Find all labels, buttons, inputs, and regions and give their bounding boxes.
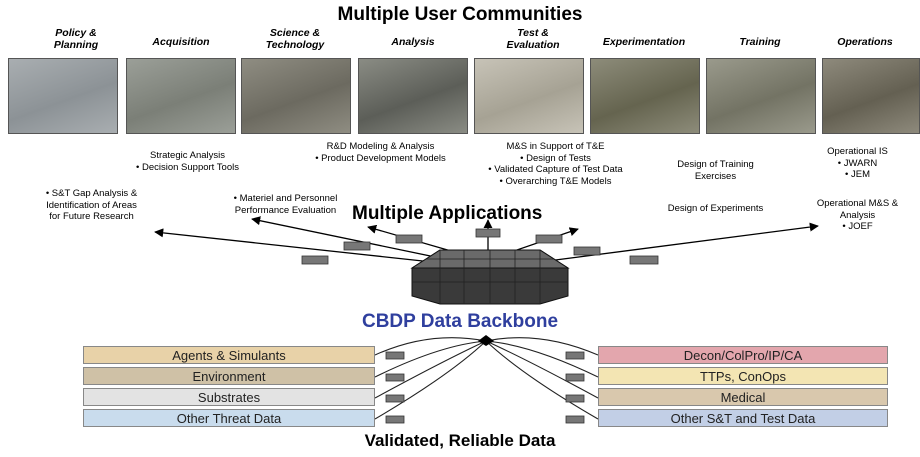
community-label-operations: Operations bbox=[815, 36, 915, 48]
arrow-operational bbox=[539, 222, 819, 263]
community-label-training: Training bbox=[710, 36, 810, 48]
community-label-science: Science & Technology bbox=[245, 27, 345, 51]
community-label-line: Test & bbox=[517, 27, 549, 39]
packet bbox=[535, 234, 563, 244]
app-line: • Validated Capture of Test Data bbox=[488, 164, 623, 175]
photo-analysis bbox=[358, 58, 468, 134]
app-line: • Product Development Models bbox=[315, 152, 446, 164]
fan-hub bbox=[478, 335, 494, 346]
community-label-line: Experimentation bbox=[602, 36, 686, 48]
app-line: • Design of Tests bbox=[520, 152, 591, 164]
app-line: Identification of Areas bbox=[46, 199, 137, 211]
app-line: Analysis bbox=[839, 209, 876, 221]
packet bbox=[301, 255, 329, 265]
community-label-analysis: Analysis bbox=[363, 36, 463, 48]
community-label-line: Planning bbox=[53, 39, 99, 51]
community-label-line: Science & bbox=[269, 27, 321, 39]
app-line: Exercises bbox=[694, 170, 737, 182]
app-line: • Decision Support Tools bbox=[136, 161, 239, 173]
app-training-design: Design of Training Exercises bbox=[658, 159, 773, 182]
community-label-acquisition: Acquisition bbox=[131, 36, 231, 48]
arrow-gap bbox=[154, 228, 433, 263]
app-line: Operational IS bbox=[827, 146, 888, 157]
community-label-test: Test & Evaluation bbox=[483, 27, 583, 51]
data-fan-lines bbox=[374, 337, 599, 420]
app-gap-analysis: • S&T Gap Analysis & Identification of A… bbox=[14, 188, 169, 223]
app-line: R&D Modeling & Analysis bbox=[326, 141, 435, 152]
community-label-line: Policy & bbox=[55, 27, 97, 39]
bar-other-st-test-data: Other S&T and Test Data bbox=[598, 409, 888, 427]
app-operational-ms: Operational M&S & Analysis • JOEF bbox=[800, 198, 915, 233]
app-line: Strategic Analysis bbox=[150, 150, 225, 161]
app-strategic: Strategic Analysis • Decision Support To… bbox=[120, 150, 255, 173]
backbone-cube bbox=[410, 249, 570, 305]
applications-title: Multiple Applications bbox=[352, 203, 543, 224]
photo-experimentation bbox=[590, 58, 700, 134]
photo-science bbox=[241, 58, 351, 134]
photo-operations bbox=[822, 58, 920, 134]
bar-connectors bbox=[385, 351, 585, 424]
app-line: • JEM bbox=[845, 169, 870, 180]
community-label-line: Operations bbox=[837, 36, 893, 48]
app-operational-is: Operational IS • JWARN • JEM bbox=[800, 146, 915, 181]
app-line: • Materiel and Personnel bbox=[233, 193, 338, 204]
bar-medical: Medical bbox=[598, 388, 888, 406]
app-line: for Future Research bbox=[49, 211, 134, 222]
packet bbox=[475, 228, 501, 238]
app-rd-modeling: R&D Modeling & Analysis • Product Develo… bbox=[298, 141, 463, 164]
packet bbox=[395, 234, 423, 244]
bar-ttps-conops: TTPs, ConOps bbox=[598, 367, 888, 385]
bar-agents-simulants: Agents & Simulants bbox=[83, 346, 375, 364]
packet bbox=[343, 241, 371, 251]
app-line: • S&T Gap Analysis & bbox=[45, 188, 138, 199]
app-materiel: • Materiel and Personnel Performance Eva… bbox=[218, 193, 353, 216]
arrow-materiel bbox=[251, 216, 441, 259]
app-line: Operational M&S & bbox=[816, 198, 899, 209]
community-label-line: Technology bbox=[265, 39, 325, 51]
bar-environment: Environment bbox=[83, 367, 375, 385]
community-label-line: Evaluation bbox=[506, 39, 560, 51]
community-label-line: Analysis bbox=[391, 36, 435, 48]
app-line: M&S in Support of T&E bbox=[506, 141, 605, 152]
bar-decon-colpro: Decon/ColPro/IP/CA bbox=[598, 346, 888, 364]
photo-policy bbox=[8, 58, 118, 134]
bar-substrates: Substrates bbox=[83, 388, 375, 406]
backbone-title: CBDP Data Backbone bbox=[361, 311, 559, 332]
app-line: Design of Experiments bbox=[667, 203, 764, 214]
app-experiment-design: Design of Experiments bbox=[648, 203, 783, 215]
app-ms-te: M&S in Support of T&E • Design of Tests … bbox=[478, 141, 633, 187]
app-line: • JWARN bbox=[837, 157, 878, 169]
data-packets bbox=[301, 228, 659, 265]
community-label-experimentation: Experimentation bbox=[588, 36, 700, 48]
community-label-line: Acquisition bbox=[152, 36, 210, 48]
photo-training bbox=[706, 58, 816, 134]
packet bbox=[573, 246, 601, 256]
bottom-title: Validated, Reliable Data bbox=[364, 431, 556, 450]
photo-acquisition bbox=[126, 58, 236, 134]
community-label-policy: Policy & Planning bbox=[26, 27, 126, 51]
community-label-line: Training bbox=[739, 36, 781, 48]
packet bbox=[629, 255, 659, 265]
app-line: • JOEF bbox=[842, 221, 873, 232]
photo-test bbox=[474, 58, 584, 134]
communities-title: Multiple User Communities bbox=[337, 4, 583, 25]
bar-other-threat-data: Other Threat Data bbox=[83, 409, 375, 427]
app-line: Performance Evaluation bbox=[234, 204, 337, 216]
app-line: • Overarching T&E Models bbox=[499, 175, 612, 187]
app-line: Design of Training bbox=[677, 159, 754, 170]
